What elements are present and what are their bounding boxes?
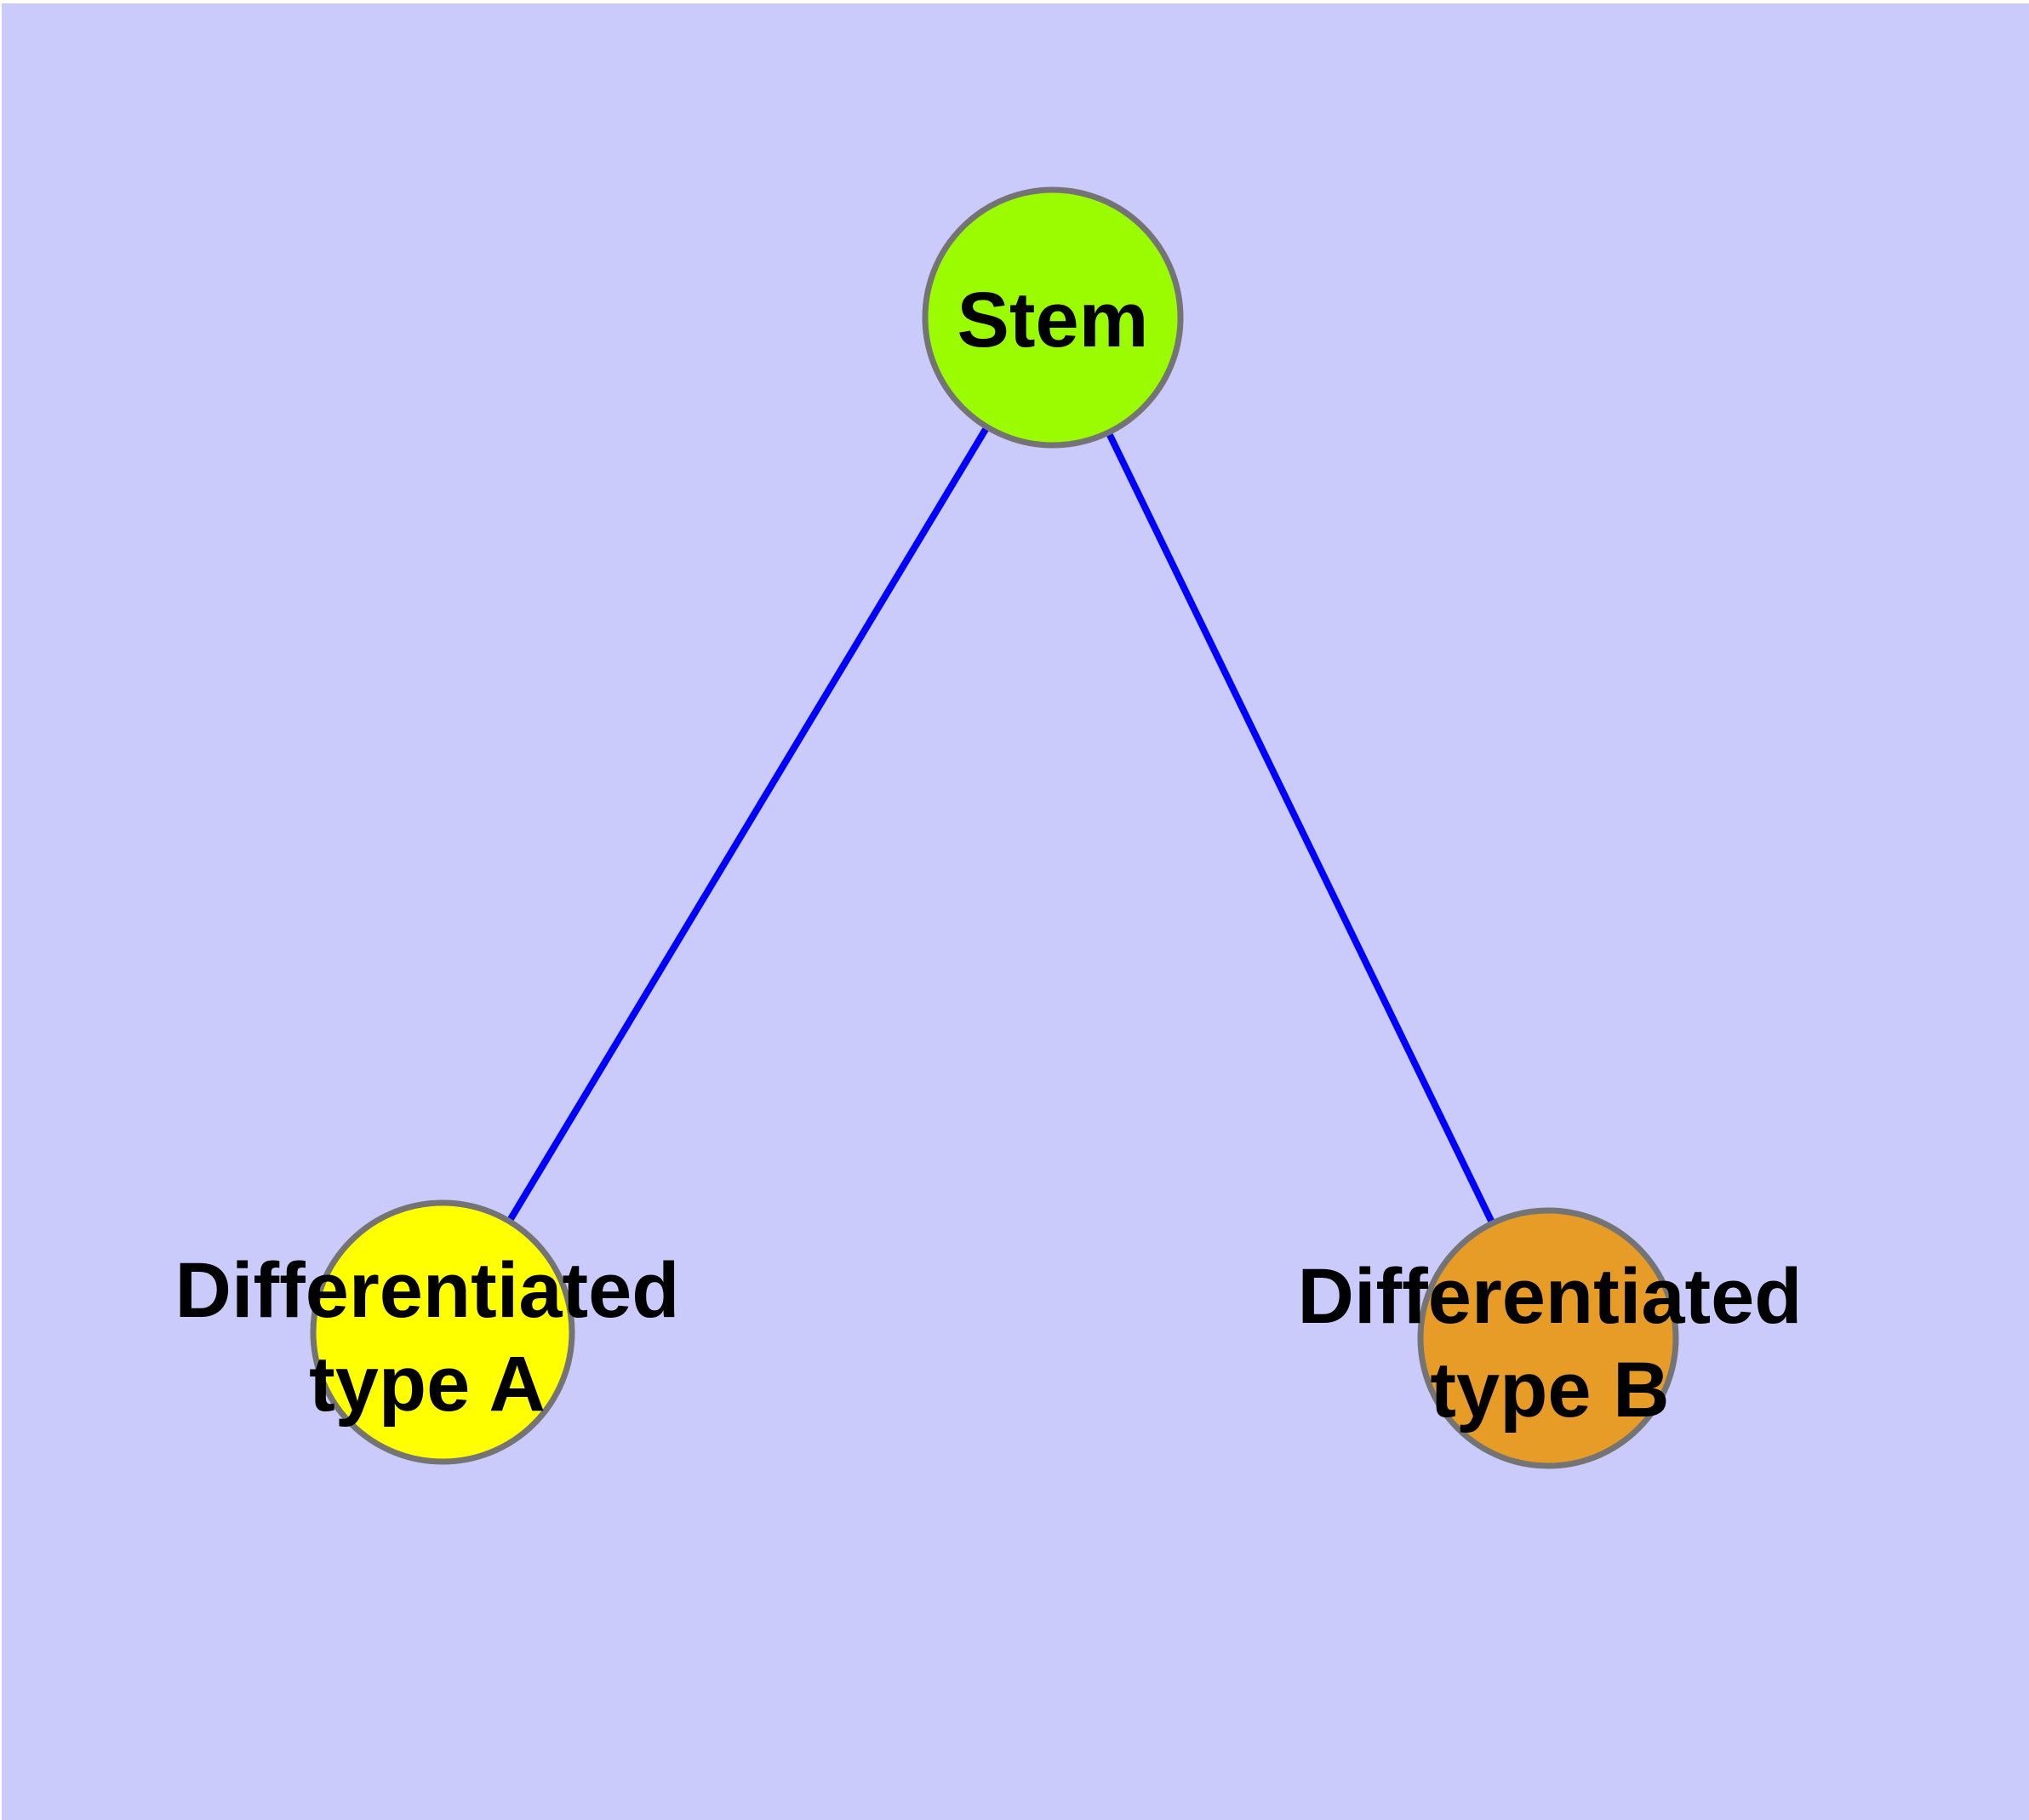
node-differentiated-type-b-label-line2: type B — [1430, 1347, 1669, 1434]
node-differentiated-type-a-label-line2: type A — [309, 1341, 546, 1428]
node-differentiated-type-a-label-line1: Differentiated — [175, 1247, 680, 1334]
node-stem-label: Stem — [957, 277, 1149, 363]
edge-stem-to-type-a — [439, 315, 1056, 1335]
node-differentiated-type-b — [1417, 1207, 1679, 1469]
node-differentiated-type-a — [310, 1199, 575, 1465]
edge-stem-to-type-b — [1049, 316, 1552, 1340]
node-stem — [922, 186, 1184, 449]
node-differentiated-type-b-label-line1: Differentiated — [1298, 1253, 1803, 1340]
